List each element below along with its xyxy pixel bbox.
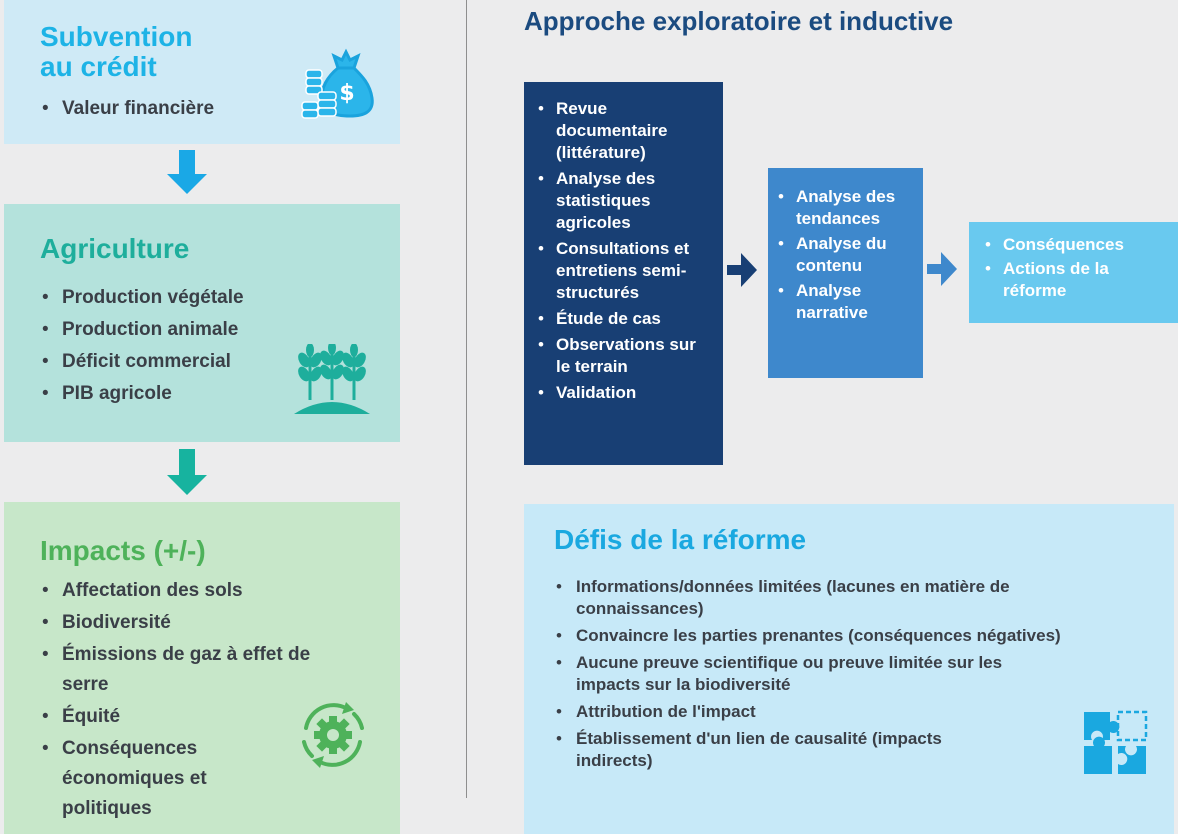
methods-list: Revue documentaire (littérature) Analyse…: [536, 98, 717, 408]
list-item: Informations/données limitées (lacunes e…: [554, 576, 1046, 620]
list-item: Analyse des tendances: [776, 186, 906, 230]
puzzle-icon: [1084, 710, 1148, 774]
list-item: Affectation des sols: [40, 576, 332, 606]
impacts-box: Impacts (+/-) Affectation des sols Biodi…: [4, 502, 400, 834]
list-item: Conséquences: [983, 234, 1174, 256]
subvention-title-line1: Subvention: [40, 21, 193, 52]
money-bag-icon: $: [301, 48, 374, 119]
challenges-list: Informations/données limitées (lacunes e…: [554, 576, 1074, 777]
list-item: Équité: [40, 702, 332, 732]
methods-box: Revue documentaire (littérature) Analyse…: [524, 82, 723, 465]
list-item: Étude de cas: [536, 308, 717, 330]
list-item: Attribution de l'impact: [554, 701, 1074, 723]
subvention-title-line2: au crédit: [40, 51, 157, 82]
list-item: PIB agricole: [40, 378, 244, 410]
list-item: Production animale: [40, 314, 244, 346]
analyses-box: Analyse des tendances Analyse du contenu…: [768, 168, 923, 378]
impacts-title: Impacts (+/-): [40, 535, 206, 566]
agriculture-box: Agriculture Production végétale Producti…: [4, 204, 400, 442]
outcomes-list: Conséquences Actions de la réforme: [983, 234, 1174, 304]
agriculture-title: Agriculture: [40, 233, 190, 264]
list-item: Biodiversité: [40, 608, 332, 638]
analyses-list: Analyse des tendances Analyse du contenu…: [776, 186, 919, 327]
column-divider: [466, 0, 467, 798]
outcomes-box: Conséquences Actions de la réforme: [969, 222, 1178, 323]
challenges-title: Défis de la réforme: [554, 524, 807, 555]
subvention-title: Subvention au crédit: [40, 22, 192, 82]
list-item: Observations sur le terrain: [536, 334, 706, 378]
list-item: Déficit commercial: [40, 346, 244, 378]
subvention-list: Valeur financière: [40, 94, 214, 124]
subvention-box: Subvention au crédit Valeur financière $: [4, 0, 400, 144]
list-item: Analyse des statistiques agricoles: [536, 168, 696, 234]
list-item: Consultations et entretiens semi-structu…: [536, 238, 717, 304]
svg-text:$: $: [339, 81, 354, 106]
list-item: Validation: [536, 382, 717, 404]
impacts-list: Affectation des sols Biodiversité Émissi…: [40, 576, 332, 826]
gear-cycle-icon: [302, 702, 364, 768]
list-item: Aucune preuve scientifique ou preuve lim…: [554, 652, 1056, 696]
arrow-right-2: [927, 252, 957, 286]
list-item: Émissions de gaz à effet de serre: [40, 640, 332, 700]
list-item: Valeur financière: [40, 94, 214, 124]
list-item: Analyse du contenu: [776, 233, 916, 277]
list-item: Conséquences économiques et politiques: [40, 734, 272, 824]
approach-title: Approche exploratoire et inductive: [524, 6, 954, 36]
list-item: Actions de la réforme: [983, 258, 1143, 302]
list-item: Analyse narrative: [776, 280, 906, 324]
list-item: Convaincre les parties prenantes (conséq…: [554, 625, 1076, 647]
list-item: Production végétale: [40, 282, 244, 314]
arrow-right-1: [727, 253, 757, 287]
challenges-box: Défis de la réforme Informations/données…: [524, 504, 1174, 834]
arrow-down-2: [167, 449, 207, 495]
list-item: Revue documentaire (littérature): [536, 98, 706, 164]
arrow-down-1: [167, 150, 207, 194]
wheat-icon: [294, 344, 370, 414]
agriculture-list: Production végétale Production animale D…: [40, 282, 244, 410]
list-item: Établissement d'un lien de causalité (im…: [554, 728, 1006, 772]
